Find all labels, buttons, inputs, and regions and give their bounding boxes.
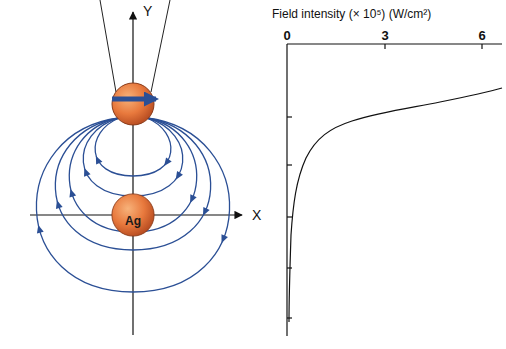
intensity-curve bbox=[289, 88, 502, 322]
plot-left-axis bbox=[286, 44, 287, 336]
field-arrowhead bbox=[218, 234, 228, 244]
field-arrowhead bbox=[161, 157, 171, 168]
field-line bbox=[55, 118, 210, 250]
axis-label: X bbox=[252, 208, 261, 222]
tip-sphere bbox=[112, 83, 154, 125]
axis-label: Y bbox=[143, 4, 152, 18]
field-line bbox=[36, 118, 229, 292]
dipole-arrow bbox=[112, 97, 156, 102]
plot-title: Field intensity (× 10⁵) (W/cm²) bbox=[272, 8, 431, 20]
sphere-shape bbox=[112, 194, 154, 236]
y-axis bbox=[132, 12, 133, 335]
tick-label: 3 bbox=[381, 29, 388, 42]
field-line bbox=[83, 118, 183, 196]
field-line bbox=[95, 118, 171, 176]
plot-top-axis bbox=[287, 43, 502, 44]
tip-edge bbox=[100, 0, 116, 92]
field-arrowhead bbox=[81, 167, 90, 177]
plot-ticks bbox=[287, 44, 482, 318]
sphere-label: Ag bbox=[125, 215, 141, 227]
field-arrowhead bbox=[35, 224, 44, 234]
field-arrowhead bbox=[54, 199, 63, 209]
field-lines bbox=[35, 118, 230, 292]
field-arrowhead bbox=[187, 194, 197, 204]
tick-label: 6 bbox=[478, 29, 485, 42]
tip-edge bbox=[151, 0, 170, 92]
field-arrowhead bbox=[67, 188, 76, 198]
silver-sphere: Ag bbox=[111, 193, 155, 237]
tick-label: 0 bbox=[283, 29, 290, 42]
field-arrowhead bbox=[200, 207, 210, 217]
field-line bbox=[69, 118, 196, 232]
field-arrowhead bbox=[93, 154, 103, 164]
field-arrowhead bbox=[173, 171, 183, 182]
